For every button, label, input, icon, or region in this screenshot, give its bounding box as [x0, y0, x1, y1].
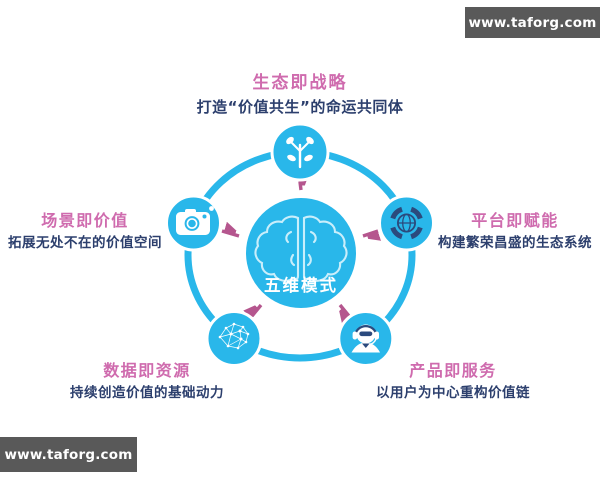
platform-subtitle: 构建繁荣昌盛的生态系统: [438, 235, 592, 251]
arrow-top: [300, 182, 301, 191]
center-circle: [246, 198, 356, 308]
data-title: 数据即资源: [103, 361, 191, 380]
headset-icon: [351, 324, 381, 353]
data-subtitle: 持续创造价值的基础动力: [70, 385, 224, 401]
product-subtitle: 以用户为中心重构价值链: [376, 385, 530, 401]
camera-icon: [176, 206, 214, 235]
node-scene: [165, 194, 222, 252]
label-block-ecosystem: 生态即战略 打造“价值共生”的命运共同体: [140, 73, 460, 117]
label-block-data: 数据即资源 持续创造价值的基础动力: [58, 361, 236, 402]
network-node-circle: [205, 310, 263, 367]
node-platform: [378, 194, 435, 252]
node-product: [337, 310, 395, 367]
scene-title: 场景即价值: [41, 211, 129, 230]
label-block-scene: 场景即价值 拓展无处不在的价值空间: [0, 211, 170, 252]
node-data: [205, 310, 263, 367]
node-ecosystem: [270, 122, 330, 182]
label-block-platform: 平台即赋能 构建繁荣昌盛的生态系统: [430, 211, 600, 252]
ecosystem-subtitle: 打造“价值共生”的命运共同体: [196, 98, 404, 117]
brain-icon: [254, 215, 348, 282]
arrow-right: [362, 229, 378, 236]
ecosystem-title: 生态即战略: [252, 73, 348, 93]
scene-subtitle: 拓展无处不在的价值空间: [8, 235, 162, 251]
arrow-left: [221, 231, 240, 238]
network-icon: [218, 322, 250, 350]
arrow-bottom-left: [252, 305, 263, 316]
globe-icon: [389, 206, 424, 240]
sprout-icon: [286, 136, 314, 169]
center-model-label: 五维模式: [264, 276, 338, 295]
watermark-top-right: www.taforg.com: [465, 7, 600, 38]
center-node: [246, 198, 356, 308]
label-block-product: 产品即服务 以用户为中心重构价值链: [364, 361, 542, 402]
watermark-bottom-left: www.taforg.com: [0, 437, 137, 472]
arrows-group: [221, 182, 378, 316]
platform-title: 平台即赋能: [471, 211, 559, 230]
arrow-bottom-right: [340, 303, 349, 316]
product-title: 产品即服务: [409, 361, 497, 380]
